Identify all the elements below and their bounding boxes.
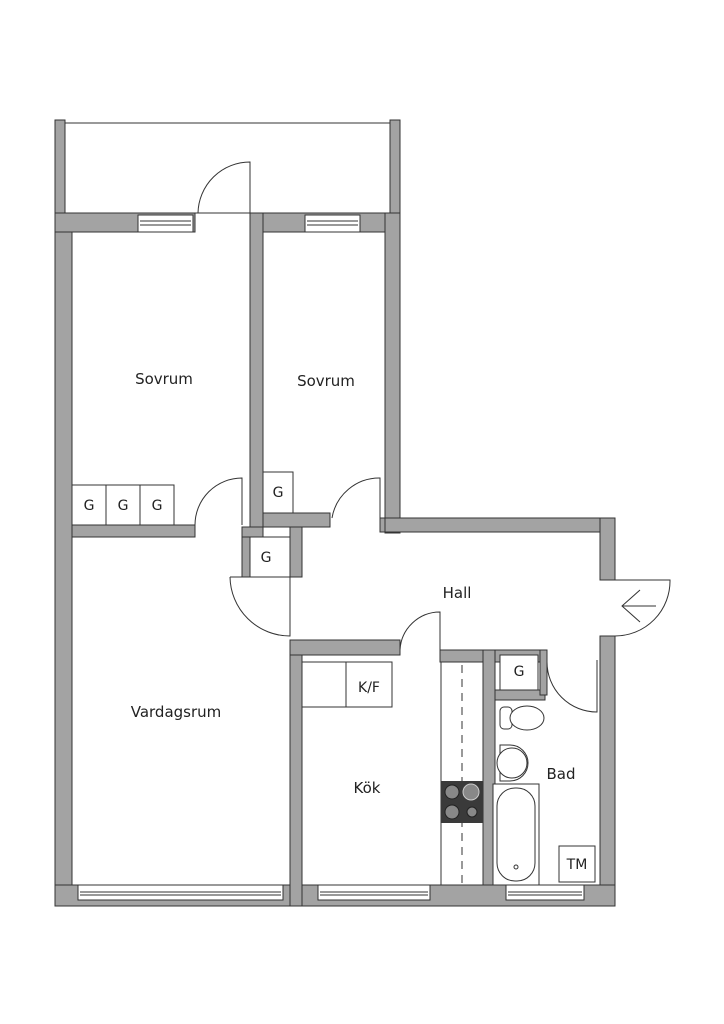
windows xyxy=(77,214,585,901)
bathtub-icon xyxy=(492,783,540,886)
wardrobe-label: G xyxy=(273,485,284,501)
bath-fixtures xyxy=(492,705,596,886)
sink-icon xyxy=(496,744,529,782)
room-label-hall: Hall xyxy=(443,584,472,602)
washer-label: TM xyxy=(566,857,588,873)
room-label-kitchen: Kök xyxy=(354,779,381,797)
room-label-bedroom-1: Sovrum xyxy=(135,370,193,388)
room-label-bedroom-2: Sovrum xyxy=(297,372,355,390)
toilet-icon xyxy=(499,705,545,731)
room-label-living-room: Vardagsrum xyxy=(131,703,222,721)
wardrobe-label: G xyxy=(118,498,129,514)
doors xyxy=(194,161,671,713)
stove-icon xyxy=(441,781,483,823)
wardrobe-label: G xyxy=(514,664,525,680)
kitchen-fixtures xyxy=(301,661,484,886)
wardrobe-label: G xyxy=(84,498,95,514)
wardrobe-label: G xyxy=(152,498,163,514)
fridge-freezer-label: K/F xyxy=(358,680,380,696)
wardrobes xyxy=(71,471,539,691)
wardrobe-label: G xyxy=(261,550,272,566)
room-label-bath: Bad xyxy=(546,765,575,783)
entrance-arrow-icon xyxy=(621,589,656,623)
walls xyxy=(54,212,616,907)
